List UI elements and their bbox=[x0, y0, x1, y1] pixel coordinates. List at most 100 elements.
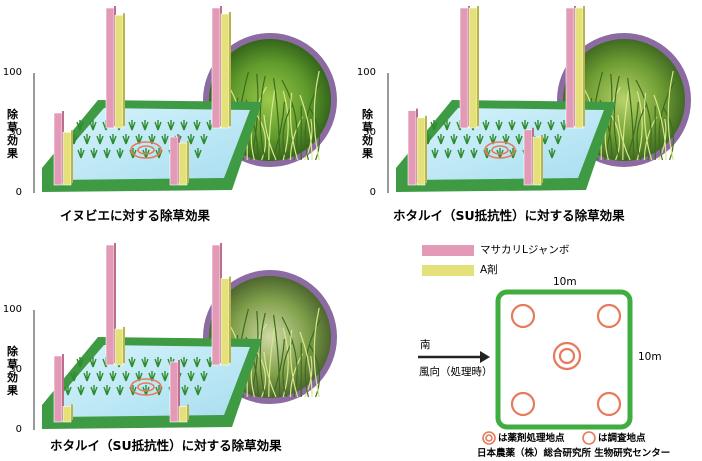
panel-2 bbox=[387, 6, 691, 193]
legend-label-masakari: マサカリLジャンボ bbox=[480, 244, 570, 256]
panel-1-tick-100: 100 bbox=[2, 67, 22, 78]
survey-legend-label: は調査地点 bbox=[598, 433, 646, 444]
panel-3-bar-back-left-series-2 bbox=[114, 328, 124, 366]
photo-grass-blade bbox=[289, 92, 299, 161]
rice-seedling bbox=[200, 371, 208, 382]
rice-seedling bbox=[116, 148, 124, 159]
rice-seedling bbox=[90, 148, 98, 159]
panel-3-treatment-marker-inner bbox=[137, 382, 155, 392]
bar-shade bbox=[62, 354, 64, 420]
bar-shade bbox=[229, 276, 231, 363]
direction-label: 南 bbox=[420, 339, 431, 351]
panel-1-ylabel: 除草効果 bbox=[7, 108, 18, 160]
legend-swatch-a-agent bbox=[422, 264, 474, 276]
rice-seedling bbox=[128, 120, 136, 131]
treat-legend-label: は薬剤処理地点 bbox=[498, 433, 565, 444]
photo-grass-blade bbox=[299, 331, 313, 398]
rice-seedling bbox=[437, 134, 445, 145]
rice-seedling bbox=[482, 120, 490, 131]
photo-grass-blade bbox=[609, 112, 621, 161]
survey-legend-marker bbox=[582, 431, 596, 445]
rice-seedling bbox=[83, 371, 91, 382]
rice-seedling bbox=[547, 120, 555, 131]
panel-2-treatment-marker bbox=[484, 141, 516, 159]
photo-grass-blade bbox=[268, 88, 276, 161]
photo-grass-blade bbox=[268, 325, 276, 398]
photo-grass-blade bbox=[255, 112, 267, 161]
photo-grass-blade bbox=[289, 116, 303, 161]
rice-seedling bbox=[495, 120, 503, 131]
panel-3-bar-back-left-series-1 bbox=[105, 244, 115, 366]
photo-grass-blade bbox=[289, 353, 303, 398]
panel-1-bar-back-right-series-1 bbox=[211, 7, 221, 129]
credit-text: 日本農薬（株）総合研究所 生物研究センター bbox=[477, 448, 671, 459]
rice-seedling bbox=[521, 120, 529, 131]
panel-3-tick-0: 0 bbox=[15, 424, 22, 435]
rice-seedling bbox=[161, 371, 169, 382]
photo-grass-blade bbox=[622, 88, 630, 161]
rice-seedling bbox=[90, 385, 98, 396]
panel-3-bar-back-right-series-1 bbox=[211, 244, 221, 366]
panel-2-bar-front-left-series-2 bbox=[416, 117, 426, 186]
bar-shade bbox=[425, 115, 427, 183]
rice-seedling bbox=[161, 134, 169, 145]
rice-seedling bbox=[70, 371, 78, 382]
survey-point-bottom-right bbox=[596, 391, 622, 417]
rice-seedling bbox=[193, 120, 201, 131]
panel-3-tick-100: 100 bbox=[2, 304, 22, 315]
panel-3-bar-front-right-series-2 bbox=[178, 406, 188, 423]
panel-1-bar-back-left-series-2 bbox=[114, 14, 124, 129]
panel-3-ylabel: 除草効果 bbox=[7, 345, 18, 397]
legend-label-a-agent: A剤 bbox=[480, 264, 498, 276]
rice-seedling bbox=[96, 134, 104, 145]
photo-grass-blade bbox=[259, 75, 266, 161]
rice-seedling bbox=[476, 134, 484, 145]
panel-1-bar-front-right-series-2 bbox=[178, 142, 188, 186]
panel-1-bar-back-right-series-2 bbox=[220, 13, 230, 129]
rice-seedling bbox=[103, 385, 111, 396]
rice-seedling bbox=[96, 371, 104, 382]
rice-seedling bbox=[76, 120, 84, 131]
field-plot-border bbox=[495, 289, 633, 430]
bar-shade bbox=[583, 6, 585, 126]
rice-seedling bbox=[77, 385, 85, 396]
rice-seedling bbox=[64, 385, 72, 396]
bar-shade bbox=[541, 135, 543, 183]
panel-2-title: ホタルイ（SU抵抗性）に対する除草効果 bbox=[393, 208, 625, 223]
legend-item-a-agent: A剤 bbox=[422, 264, 498, 276]
panel-1-tick-0: 0 bbox=[15, 187, 22, 198]
treat-legend-marker-inner bbox=[485, 434, 493, 442]
rice-seedling bbox=[194, 148, 202, 159]
field-map bbox=[418, 289, 633, 445]
rice-seedling bbox=[122, 134, 130, 145]
rice-seedling bbox=[103, 148, 111, 159]
bar-shade bbox=[187, 404, 189, 420]
map-height-label: 10m bbox=[638, 351, 662, 363]
rice-seedling bbox=[194, 385, 202, 396]
legend-swatch-masakari bbox=[422, 244, 474, 256]
photo-grass-blade bbox=[263, 351, 277, 398]
photo-grass-blade bbox=[667, 70, 674, 161]
rice-seedling bbox=[187, 371, 195, 382]
rice-seedling bbox=[430, 120, 438, 131]
photo-grass-blade bbox=[263, 114, 277, 161]
rice-seedling bbox=[128, 357, 136, 368]
photo-grass-blade bbox=[289, 329, 299, 398]
rice-seedling bbox=[154, 357, 162, 368]
panel-1-treatment-marker-inner bbox=[137, 145, 155, 155]
rice-seedling bbox=[89, 357, 97, 368]
legend-item-masakari: マサカリLジャンボ bbox=[422, 244, 569, 256]
panel-3-tick-50: 50 bbox=[9, 364, 22, 375]
photo-grass-blade bbox=[273, 314, 281, 398]
wind-arrow-head bbox=[480, 351, 490, 363]
rice-seedling bbox=[167, 120, 175, 131]
bar-shade bbox=[178, 360, 180, 420]
rice-seedling bbox=[443, 120, 451, 131]
rice-seedling bbox=[450, 134, 458, 145]
photo-grass-blade bbox=[313, 70, 320, 161]
photo-grass-blade bbox=[613, 75, 620, 161]
survey-point-bottom-left bbox=[510, 391, 536, 417]
rice-seedling bbox=[141, 120, 149, 131]
photo-grass-blade bbox=[273, 77, 281, 161]
rice-seedling bbox=[180, 357, 188, 368]
